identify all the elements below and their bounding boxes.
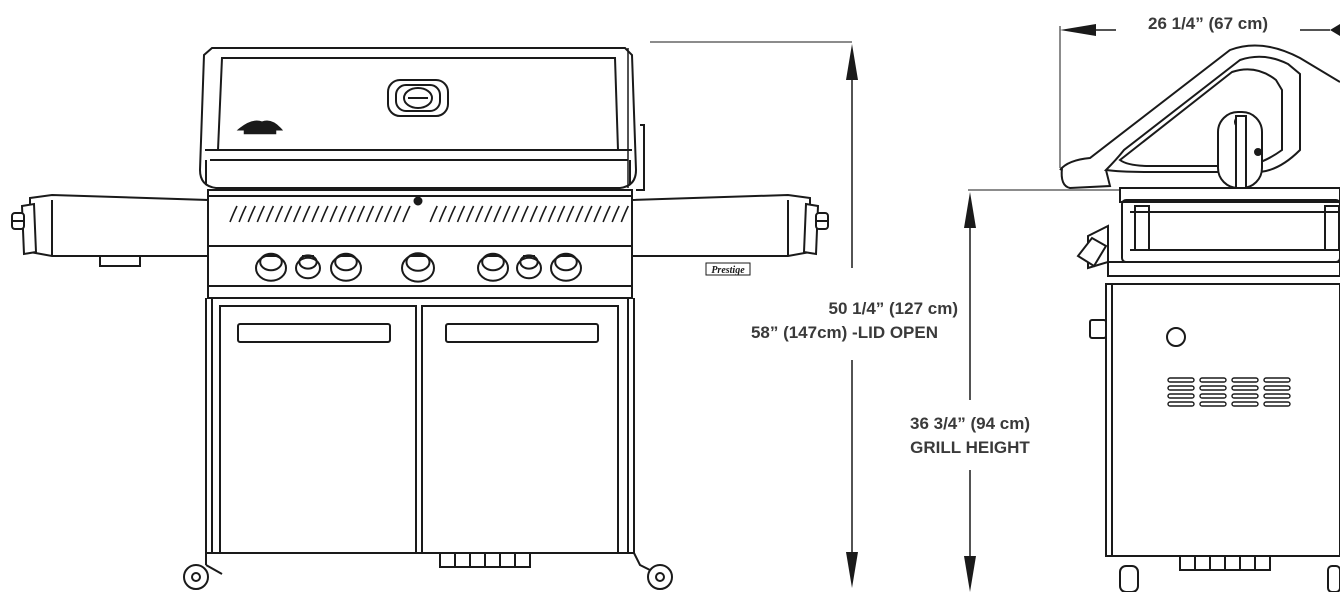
side-vent-slot bbox=[1263, 377, 1291, 383]
side-vent-slot bbox=[1167, 393, 1195, 399]
caster-wheel-icon bbox=[633, 552, 673, 590]
control-knob-icon[interactable] bbox=[550, 252, 582, 282]
left-side-shelf bbox=[11, 193, 209, 267]
side-vent-slot bbox=[1199, 393, 1227, 399]
grill-height-caption: GRILL HEIGHT bbox=[910, 438, 1030, 457]
vent-slot bbox=[374, 205, 384, 223]
grill-height-dimension bbox=[964, 189, 1120, 592]
vent-slot bbox=[402, 205, 411, 223]
vent-slot bbox=[575, 205, 584, 223]
vent-slot bbox=[383, 205, 393, 223]
grill-height-label: 36 3/4” (94 cm) bbox=[909, 414, 1030, 433]
control-knob-icon[interactable] bbox=[477, 252, 509, 282]
control-knob-icon[interactable] bbox=[516, 254, 542, 280]
control-knob-icon[interactable] bbox=[295, 254, 321, 280]
grill-lid-side-profile bbox=[1059, 44, 1340, 190]
vent-slot bbox=[602, 205, 611, 223]
vent-slot bbox=[393, 205, 402, 223]
vent-slot bbox=[365, 205, 375, 223]
vent-slot bbox=[347, 205, 357, 223]
vent-slot bbox=[465, 205, 475, 223]
vent-slot bbox=[474, 205, 484, 223]
vent-slot bbox=[447, 205, 457, 223]
side-vent-slots bbox=[1167, 377, 1291, 407]
side-vent-slot bbox=[1199, 377, 1227, 383]
grill-lid bbox=[198, 47, 645, 191]
vent-slots bbox=[229, 205, 630, 223]
vent-slot bbox=[438, 205, 448, 223]
napoleon-logo-icon bbox=[236, 120, 284, 135]
depth-dimension bbox=[1059, 24, 1340, 168]
side-knob-icon bbox=[1076, 236, 1108, 268]
vent-slot bbox=[247, 205, 256, 223]
side-vent-slot bbox=[1167, 377, 1195, 383]
vent-slot bbox=[529, 205, 539, 223]
lid-thermometer-icon bbox=[387, 79, 449, 117]
side-vent-slot bbox=[1263, 385, 1291, 391]
side-vent-slot bbox=[1231, 385, 1259, 391]
vent-slot bbox=[456, 205, 466, 223]
overall-height-label: 50 1/4” (127 cm) bbox=[828, 299, 958, 318]
vent-slot bbox=[229, 205, 238, 223]
prestige-badge: Prestige bbox=[705, 262, 751, 276]
side-vent-slot bbox=[1263, 401, 1291, 407]
side-vent-slot bbox=[1167, 385, 1195, 391]
right-side-shelf bbox=[631, 193, 829, 257]
overall-height-lid-open-label: 58” (147cm) -LID OPEN bbox=[750, 323, 938, 342]
control-knob-icon[interactable] bbox=[330, 252, 362, 282]
vent-slot bbox=[292, 205, 302, 223]
vent-slot bbox=[329, 205, 338, 223]
side-cart bbox=[1089, 283, 1340, 592]
side-view-grill bbox=[1059, 44, 1340, 592]
control-knob-icon[interactable] bbox=[401, 252, 435, 283]
vent-slot bbox=[256, 205, 266, 223]
vent-slot bbox=[593, 205, 602, 223]
vent-slot bbox=[311, 205, 320, 223]
side-firebox bbox=[1087, 187, 1340, 277]
side-vent-slot bbox=[1263, 393, 1291, 399]
vent-slot bbox=[502, 205, 511, 223]
vent-slot bbox=[429, 205, 438, 223]
vent-slot bbox=[584, 205, 593, 223]
vent-slot bbox=[484, 205, 493, 223]
control-knobs bbox=[255, 252, 582, 283]
vent-slot bbox=[338, 205, 347, 223]
front-view-grill bbox=[11, 47, 829, 590]
side-vent-slot bbox=[1167, 401, 1195, 407]
vent-slot bbox=[265, 205, 275, 223]
vent-slot bbox=[274, 205, 284, 223]
vent-slot bbox=[493, 205, 502, 223]
vent-slot bbox=[520, 205, 529, 223]
side-vent-slot bbox=[1231, 377, 1259, 383]
side-vent-slot bbox=[1231, 401, 1259, 407]
grill-cart bbox=[205, 297, 635, 568]
vent-slot bbox=[511, 205, 520, 223]
vent-slot bbox=[238, 205, 247, 223]
vent-slot bbox=[556, 205, 566, 223]
control-knob-icon[interactable] bbox=[255, 252, 287, 282]
vent-slot bbox=[565, 205, 575, 223]
vent-slot bbox=[620, 205, 630, 223]
overall-height-dimension bbox=[650, 41, 858, 588]
vent-slot bbox=[547, 205, 557, 223]
caster-wheel-icon bbox=[183, 553, 223, 590]
vent-slot bbox=[302, 205, 311, 223]
side-vent-slot bbox=[1231, 393, 1259, 399]
vent-slot bbox=[356, 205, 366, 223]
side-vent-slot bbox=[1199, 385, 1227, 391]
vent-slot bbox=[611, 205, 620, 223]
depth-label: 26 1/4” (67 cm) bbox=[1116, 13, 1300, 35]
vent-slot bbox=[320, 205, 329, 223]
svg-text:Prestige: Prestige bbox=[711, 265, 745, 276]
vent-slot bbox=[283, 205, 293, 223]
vent-slot bbox=[538, 205, 548, 223]
side-vent-slot bbox=[1199, 401, 1227, 407]
